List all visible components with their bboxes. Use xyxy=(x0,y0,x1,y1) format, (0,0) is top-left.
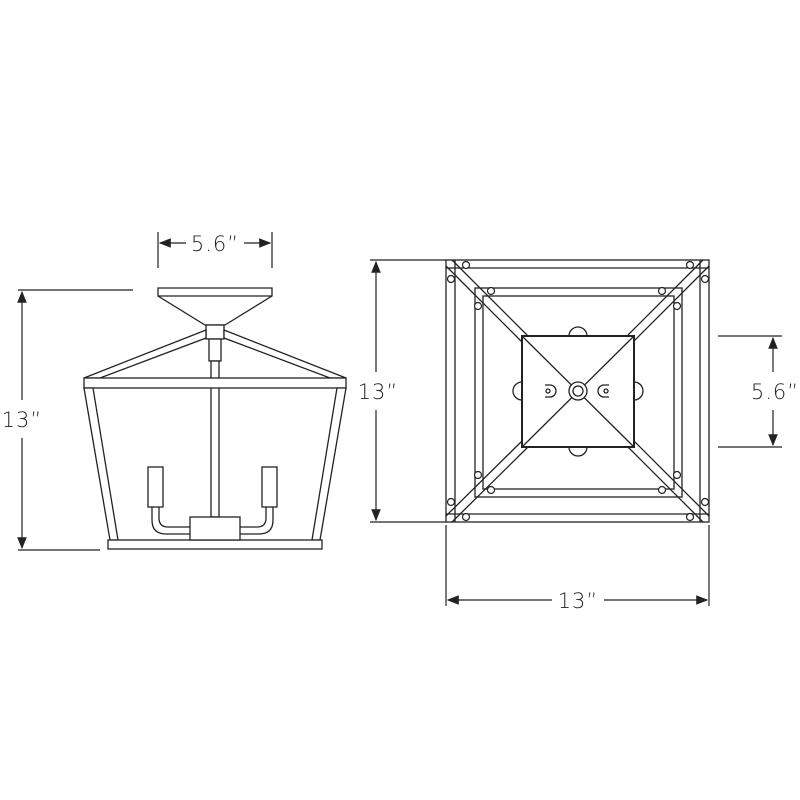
inner-frame xyxy=(474,287,683,498)
left-arm xyxy=(151,507,190,535)
stem-coupler xyxy=(208,338,222,362)
outer-frame xyxy=(445,259,710,523)
left-leg xyxy=(83,387,119,541)
top-frame-bar xyxy=(83,377,347,389)
left-candle xyxy=(147,466,164,508)
canopy xyxy=(157,287,273,326)
right-roof-arm xyxy=(223,329,347,379)
side-height-label: 13” xyxy=(2,408,43,432)
bottom-frame-bar xyxy=(107,539,323,550)
top-view xyxy=(445,259,710,523)
top-height-label: 13” xyxy=(358,380,399,404)
left-roof-arm xyxy=(83,329,207,379)
canopy-width-label: 5.6” xyxy=(751,380,799,404)
top-width-label: 13” xyxy=(558,589,599,613)
side-width-dimension: 5.6” xyxy=(157,232,273,268)
side-width-label: 5.6” xyxy=(191,232,239,256)
right-leg xyxy=(311,387,347,541)
top-height-dimension: 13” xyxy=(358,259,446,523)
top-width-dimension: 13” xyxy=(445,525,710,613)
hub xyxy=(205,324,225,340)
frame-screws xyxy=(446,260,710,522)
side-view xyxy=(83,287,347,550)
canopy-dimension: 5.6” xyxy=(718,335,799,448)
center-nut xyxy=(568,381,588,401)
right-candle xyxy=(261,466,278,508)
right-arm xyxy=(240,507,274,535)
cluster-body xyxy=(189,516,241,541)
side-height-dimension: 13” xyxy=(0,289,133,551)
